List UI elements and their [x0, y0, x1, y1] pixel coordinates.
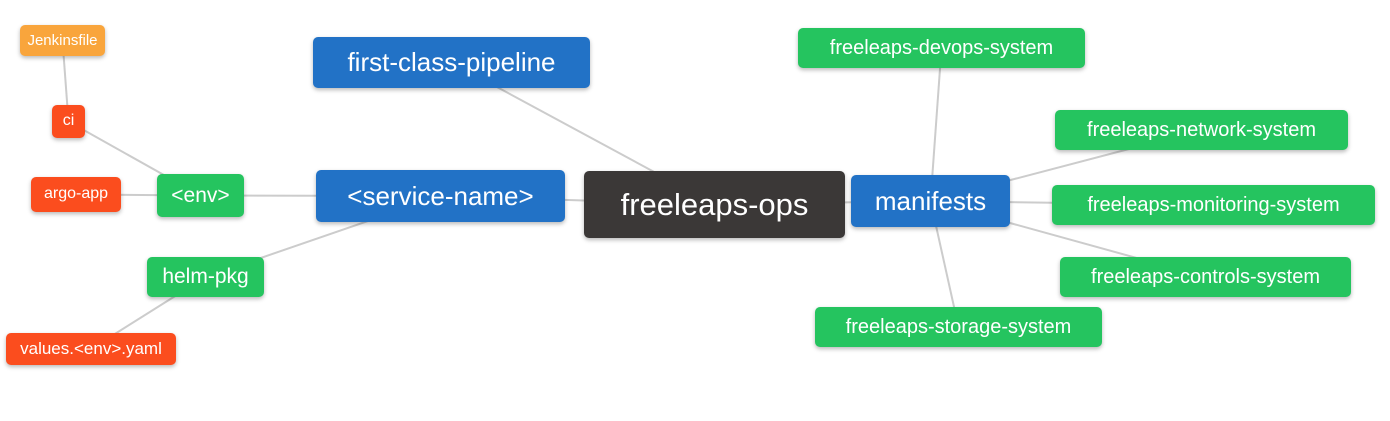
node-label: freeleaps-ops	[620, 186, 809, 222]
node-values-env-yaml[interactable]: values.<env>.yaml	[6, 333, 176, 365]
node-label: <env>	[171, 183, 230, 207]
node-label: ci	[62, 112, 75, 129]
node-first-class-pipeline[interactable]: first-class-pipeline	[313, 37, 590, 88]
node-label: helm-pkg	[162, 265, 249, 288]
node-label: freeleaps-storage-system	[845, 315, 1072, 338]
node-argo-app[interactable]: argo-app	[31, 177, 121, 212]
node-freeleaps-devops-system[interactable]: freeleaps-devops-system	[798, 28, 1085, 68]
node-service-name[interactable]: <service-name>	[316, 170, 565, 222]
node-helm-pkg[interactable]: helm-pkg	[147, 257, 264, 297]
node-label: freeleaps-network-system	[1087, 118, 1316, 141]
node-jenkinsfile[interactable]: Jenkinsfile	[20, 25, 105, 56]
node-freeleaps-ops[interactable]: freeleaps-ops	[584, 171, 845, 238]
node-label: values.<env>.yaml	[20, 339, 162, 358]
node-label: freeleaps-controls-system	[1091, 265, 1320, 288]
node-freeleaps-controls-system[interactable]: freeleaps-controls-system	[1060, 257, 1351, 297]
node-ci[interactable]: ci	[52, 105, 85, 138]
node-label: first-class-pipeline	[347, 47, 556, 77]
node-label: freeleaps-devops-system	[829, 36, 1054, 59]
node-label: argo-app	[43, 185, 109, 202]
node-env[interactable]: <env>	[157, 174, 244, 217]
node-label: <service-name>	[347, 180, 534, 211]
node-label: freeleaps-monitoring-system	[1087, 193, 1340, 216]
node-freeleaps-network-system[interactable]: freeleaps-network-system	[1055, 110, 1348, 150]
node-label: manifests	[874, 185, 987, 216]
node-freeleaps-monitoring-system[interactable]: freeleaps-monitoring-system	[1052, 185, 1375, 225]
node-manifests[interactable]: manifests	[851, 175, 1010, 227]
node-label: Jenkinsfile	[27, 31, 98, 49]
node-freeleaps-storage-system[interactable]: freeleaps-storage-system	[815, 307, 1102, 347]
